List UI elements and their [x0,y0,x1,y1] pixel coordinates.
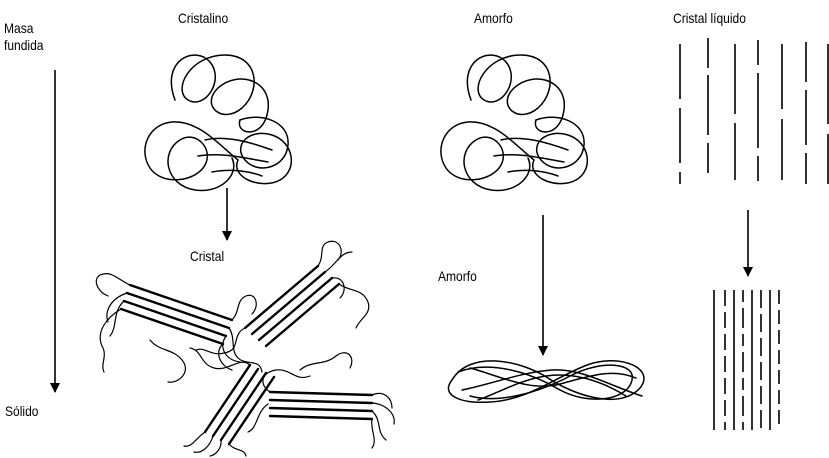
lamella-stack-upper-right [245,266,339,346]
liquid-crystal-melt-lines [680,38,828,184]
liquid-crystal-column [680,38,828,430]
crystalline-column [96,55,394,456]
melt-label-line2: fundida [4,37,44,54]
amorphous-solid-tangle [448,361,643,403]
liquid-crystal-title: Cristal líquido [673,10,746,27]
amorphous-melt-coil [441,55,587,191]
melt-label-line1: Masa [4,20,44,37]
crystal-label: Cristal [190,248,224,265]
solid-label: Sólido [5,403,38,420]
crystalline-title: Cristalino [178,10,228,27]
amorphous-column [441,55,644,402]
crystalline-melt-coil [145,55,291,191]
crystal-lamellae-structure [96,241,394,456]
amorphous-solid-label: Amorfo [438,268,477,285]
amorphous-title: Amorfo [474,10,513,27]
amorphous-tie-chains [96,241,394,456]
lamella-stack-lower-right [270,392,372,419]
melt-label: Masa fundida [4,20,44,54]
lamella-stack-left [121,285,232,344]
liquid-crystal-solid-lines [714,290,779,430]
